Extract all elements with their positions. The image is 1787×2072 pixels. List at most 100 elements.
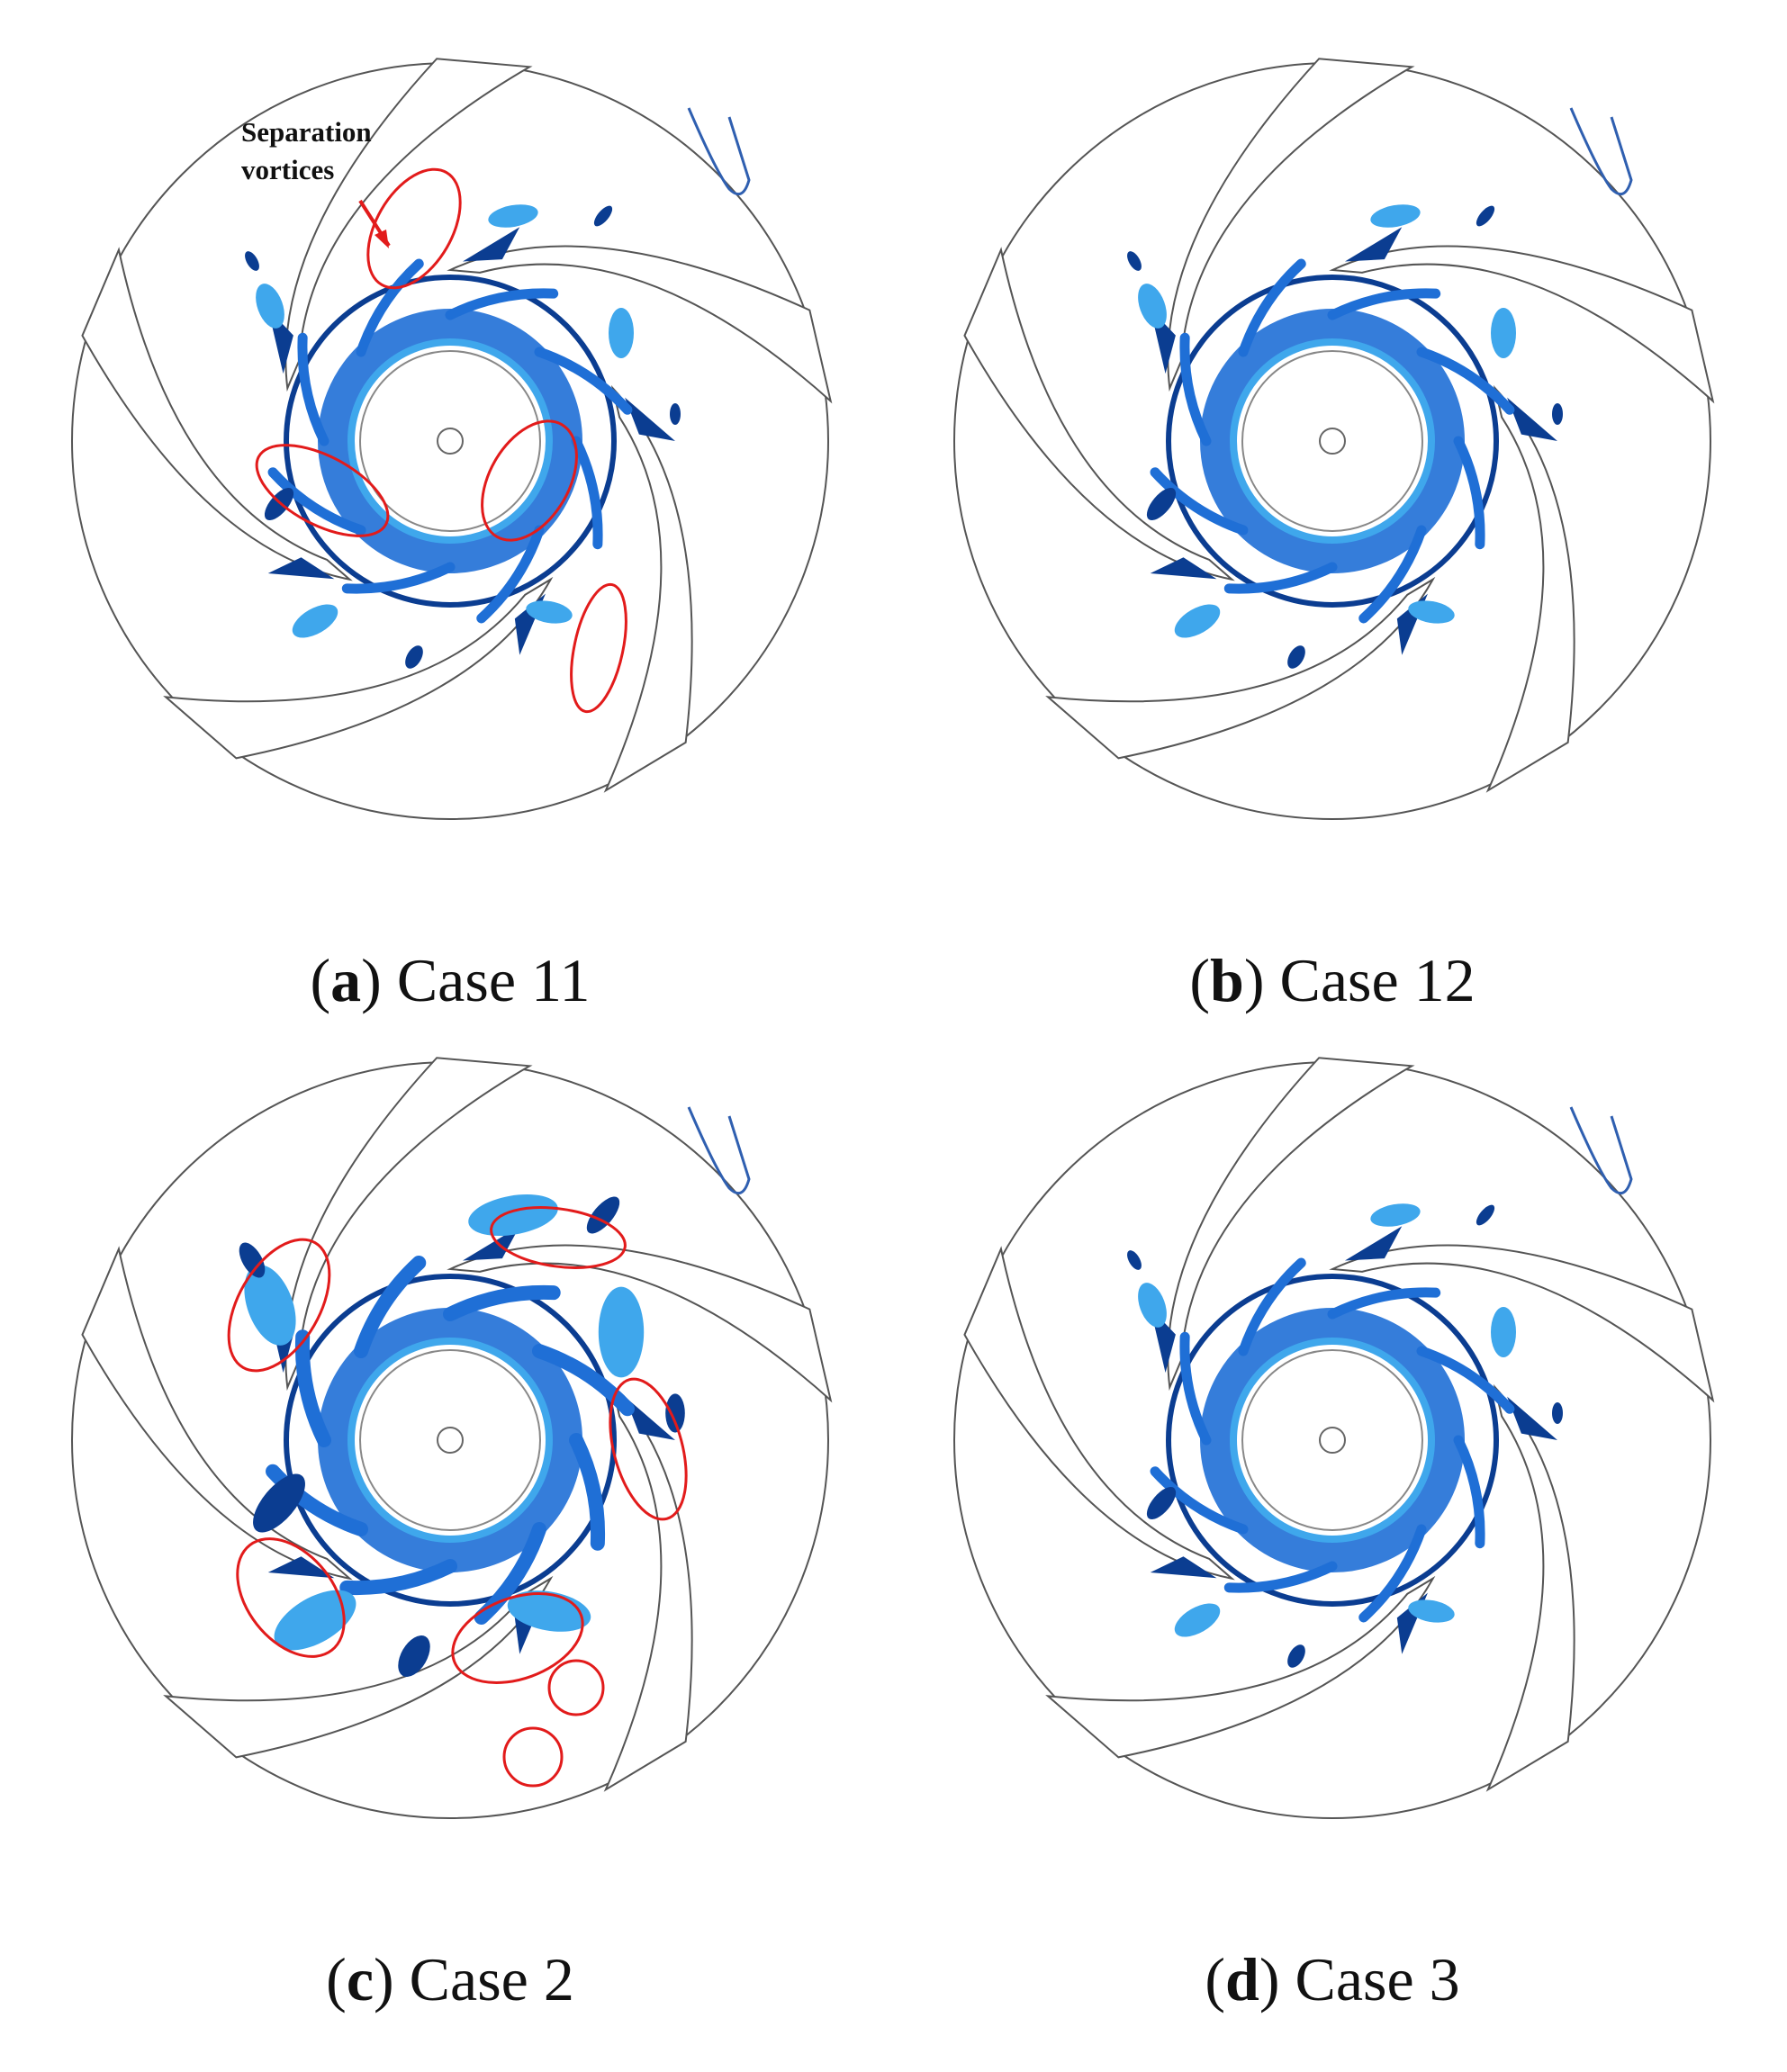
vortex-blob — [1552, 403, 1563, 425]
blade-vortex-wedge — [1150, 557, 1217, 580]
blade-vortex-wedge — [625, 1396, 675, 1440]
impeller-blade — [1329, 245, 1715, 404]
vortex-blob — [593, 205, 613, 227]
hub-swirl-streak — [534, 347, 633, 415]
hub-swirl-streak — [297, 332, 329, 446]
vortex-structures — [245, 204, 681, 669]
volute-tongue — [1569, 107, 1633, 196]
hub-swirl-streak — [294, 1329, 331, 1447]
volute-tongue — [687, 107, 751, 196]
hub-swirl-streak — [1150, 467, 1249, 536]
blade-vortex-wedge — [625, 397, 675, 441]
hub-vortex-inner — [1230, 1338, 1435, 1543]
impeller-inlet-ring — [1166, 1274, 1499, 1607]
hub-swirl-streak — [443, 1284, 561, 1321]
hub-swirl-streak — [569, 1433, 606, 1551]
impeller-inlet-ring — [284, 1274, 617, 1607]
blade-vortex-wedge — [267, 1556, 335, 1579]
caption-letter: b — [1209, 946, 1244, 1014]
caption-label: Case 3 — [1295, 1945, 1460, 2013]
hub-swirl-streak — [1358, 1524, 1427, 1623]
shaft-center — [437, 1427, 464, 1454]
hub-swirl-streak — [354, 1256, 427, 1359]
vortex-blob — [245, 251, 259, 271]
highlight-ellipse — [547, 1659, 605, 1716]
impeller-outline — [953, 58, 1715, 820]
shaft-center — [1319, 428, 1346, 455]
hub-swirl-streak — [1416, 1346, 1515, 1414]
caption-letter: a — [330, 946, 362, 1014]
vortex-blob — [1287, 1644, 1305, 1668]
impeller-outline — [71, 1057, 833, 1819]
highlight-ellipse — [227, 1238, 331, 1373]
hub-swirl-streak — [1453, 436, 1485, 550]
hub-swirl-streak — [1238, 258, 1306, 357]
hub-swirl-streak — [356, 258, 424, 357]
vortex-blob — [1174, 1603, 1221, 1637]
hub-swirl-streak — [341, 562, 456, 594]
vortex-blob — [274, 1590, 356, 1651]
vortex-blob — [488, 204, 538, 228]
vortex-blob — [670, 403, 681, 425]
hub-ring — [359, 1349, 541, 1531]
hub-swirl-streak — [1327, 288, 1441, 320]
hub-ring — [1241, 350, 1423, 532]
impeller-figure-d — [953, 1057, 1715, 1819]
hub-swirl-streak — [531, 1344, 635, 1417]
highlight-ellipse — [255, 444, 390, 537]
vortex-blob — [1127, 1250, 1142, 1270]
impeller-blade — [963, 247, 1235, 581]
impeller-figure-b — [953, 58, 1715, 820]
impeller-blade — [284, 58, 533, 392]
vortex-blob — [1491, 308, 1516, 358]
vortex-blob — [1138, 284, 1167, 329]
vortex-blob — [398, 1635, 430, 1677]
caption-d: (d) Case 3 — [1205, 1945, 1460, 2013]
vortex-blob — [468, 1194, 558, 1237]
hub-vortex-inner — [1230, 338, 1435, 544]
caption-letter: d — [1224, 1945, 1259, 2013]
hub-swirl-streak — [474, 1521, 546, 1625]
panel-a-impeller — [45, 36, 855, 846]
hub-swirl-streak — [1150, 1466, 1249, 1535]
blade-vortex-wedge — [462, 1226, 520, 1261]
caption-label: Case 11 — [396, 946, 591, 1014]
impeller-figure-c — [71, 1057, 833, 1819]
impeller-blade — [81, 1246, 353, 1581]
panel-d-impeller — [927, 1035, 1737, 1845]
volute-tongue — [687, 1106, 751, 1195]
hub-swirl-streak — [1416, 347, 1515, 415]
impeller-blade — [1045, 1575, 1436, 1759]
hub-swirl-streak — [266, 1464, 369, 1536]
panel-b-impeller — [927, 36, 1737, 846]
hub-swirl-streak — [1179, 332, 1212, 446]
vortex-blob — [292, 604, 338, 638]
hub-swirl-streak — [339, 1559, 457, 1596]
vortex-blob — [1287, 645, 1305, 669]
caption-c: (c) Case 2 — [326, 1945, 574, 2013]
vortex-blob — [609, 308, 634, 358]
hub-swirl-streak — [445, 288, 559, 320]
impeller-blade — [1167, 58, 1415, 392]
vortex-structures — [239, 1194, 685, 1677]
volute-tongue — [1569, 1106, 1633, 1195]
separation-vortices-label: Separation vortices — [241, 113, 372, 189]
highlight-ellipse — [481, 419, 578, 542]
hub-vortex-band — [318, 309, 582, 573]
hub-swirl-streak — [1223, 562, 1338, 594]
separation-highlights — [255, 167, 627, 714]
hub-swirl-streak — [476, 525, 545, 624]
highlight-ellipse — [451, 1592, 584, 1684]
impeller-blade — [447, 245, 833, 404]
blade-vortex-wedge — [1344, 1226, 1403, 1261]
impeller-blade — [1167, 1057, 1415, 1392]
vortex-blob — [1491, 1307, 1516, 1357]
caption-b: (b) Case 12 — [1189, 946, 1476, 1014]
impeller-blade — [1485, 1383, 1575, 1792]
impeller-blade — [284, 1057, 533, 1392]
vortex-blob — [405, 645, 423, 669]
highlight-ellipse — [609, 1377, 688, 1521]
vortex-blob — [264, 487, 294, 521]
impeller-blade — [163, 1575, 554, 1759]
shaft-center — [1319, 1427, 1346, 1454]
